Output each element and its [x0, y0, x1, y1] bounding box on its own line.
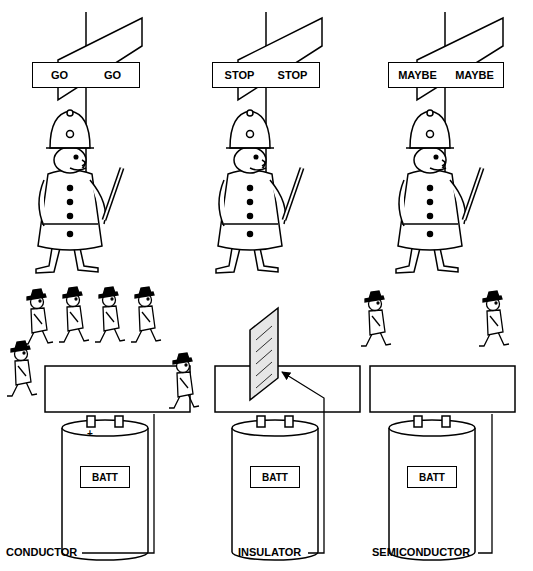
glass-barrier: [250, 308, 278, 400]
sign-board: MAYBE MAYBE: [388, 62, 504, 88]
material-block: [215, 366, 360, 412]
battery-body: [232, 428, 318, 560]
leader-lines: [82, 372, 492, 553]
sign-text: GO: [104, 69, 121, 81]
sign-text: STOP: [278, 69, 308, 81]
walking-man: [23, 289, 53, 344]
walking-man: [169, 353, 199, 408]
material-label: SEMICONDUCTOR: [372, 546, 470, 558]
glass-hatch: [256, 326, 272, 388]
walking-man: [361, 291, 391, 346]
battery-terminal: [115, 416, 123, 427]
material-blocks: [45, 366, 515, 412]
battery-terminal: [285, 416, 293, 427]
sign-board: STOP STOP: [212, 62, 320, 88]
polarity-mark: +: [87, 428, 93, 439]
battery-text: BATT: [92, 472, 118, 483]
sign-text: STOP: [225, 69, 255, 81]
battery-label: BATT: [250, 466, 300, 488]
battery-body: [62, 428, 148, 560]
policeman: [36, 110, 122, 273]
leader-line: [478, 414, 492, 553]
walking-man: [59, 287, 89, 342]
material-label: CONDUCTOR: [6, 546, 77, 558]
walking-man: [479, 291, 509, 346]
sign-text: MAYBE: [455, 69, 494, 81]
battery-terminal: [257, 416, 265, 427]
battery-terminal: [87, 416, 95, 427]
walking-man: [131, 287, 161, 342]
walking-man: [7, 341, 37, 396]
battery-top: [389, 420, 475, 436]
material-label: INSULATOR: [238, 546, 301, 558]
battery-body: [389, 428, 475, 560]
sign-text: GO: [51, 69, 68, 81]
battery-terminal: [414, 416, 422, 427]
sign-text: MAYBE: [398, 69, 437, 81]
battery-text: BATT: [419, 472, 445, 483]
batteries: [62, 416, 475, 560]
battery-top: [62, 420, 148, 436]
sign-board: GO GO: [32, 62, 140, 88]
policeman: [396, 110, 482, 273]
battery-label: BATT: [407, 466, 457, 488]
policeman: [216, 110, 302, 273]
battery-terminal: [442, 416, 450, 427]
battery-label: BATT: [80, 466, 130, 488]
material-block: [370, 366, 515, 412]
battery-top: [232, 420, 318, 436]
material-block: [45, 366, 190, 412]
leader-line: [282, 372, 324, 553]
glass-plate: [250, 308, 278, 400]
battery-text: BATT: [262, 472, 288, 483]
walking-man: [95, 287, 125, 342]
